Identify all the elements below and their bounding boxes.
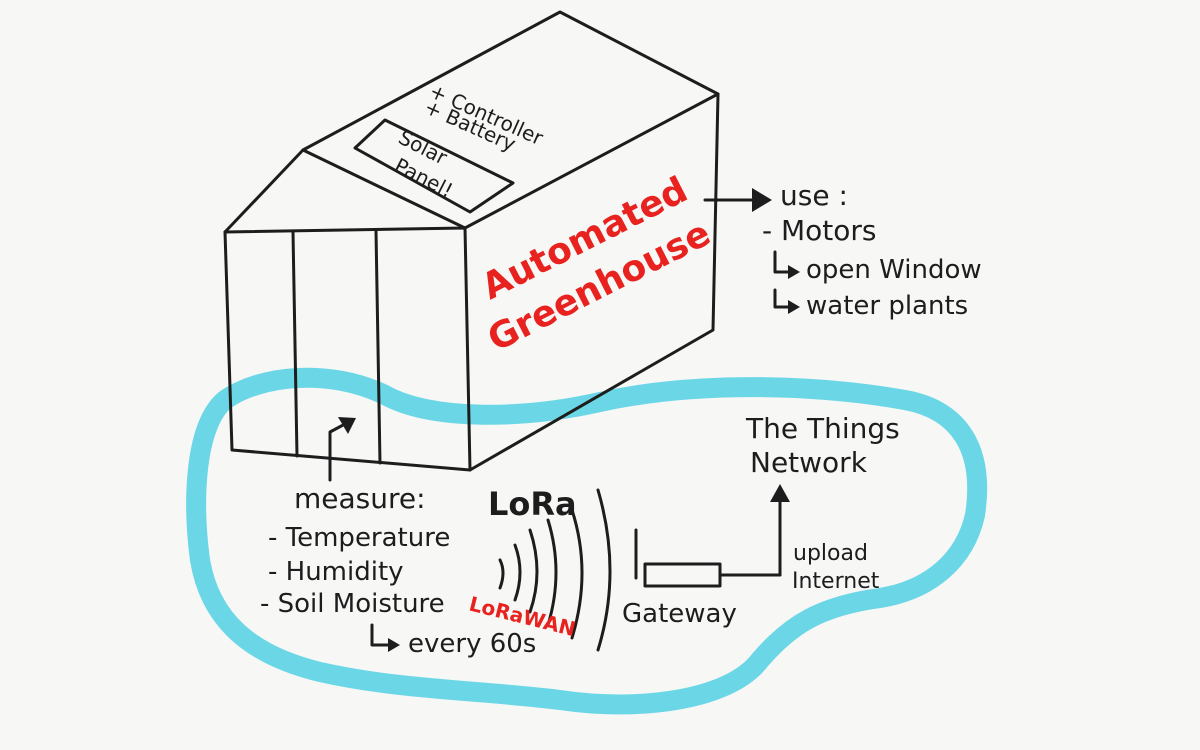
- front-pane-divider-2: [374, 229, 382, 465]
- greenhouse-front-wall: [223, 226, 472, 472]
- front-pane-divider-1: [291, 230, 299, 458]
- internet-label: Internet: [792, 569, 880, 594]
- use-sub-open-window: open Window: [806, 255, 982, 285]
- greenhouse-roof: [301, 10, 720, 230]
- network-cloud-outline: [186, 367, 988, 715]
- greenhouse-drawing: [223, 10, 720, 472]
- use-sub-water-plants: water plants: [806, 291, 968, 321]
- measure-soil-moisture: - Soil Moisture: [260, 589, 445, 619]
- use-heading: use :: [780, 179, 848, 212]
- ttn-label-line2: Network: [750, 446, 868, 479]
- upload-arrow: [770, 484, 790, 577]
- measure-interval: every 60s: [408, 629, 536, 659]
- use-item-motors: - Motors: [762, 214, 877, 247]
- gateway-label: Gateway: [622, 599, 737, 629]
- interval-arrow-icon: [370, 623, 400, 652]
- sub-arrow-icon: [773, 288, 800, 314]
- use-arrow: [703, 188, 772, 212]
- greenhouse-side-wall: [468, 92, 720, 472]
- gateway-icon: [634, 528, 782, 588]
- measure-humidity: - Humidity: [268, 557, 404, 587]
- upload-label: upload: [793, 541, 868, 566]
- solar-panel-outline: [353, 118, 515, 214]
- ttn-label-line1: The Things: [745, 412, 900, 445]
- sub-arrow-icon: [773, 250, 800, 279]
- lora-label: LoRa: [488, 485, 577, 523]
- measure-arrow: [328, 417, 356, 482]
- measure-heading: measure:: [294, 482, 426, 515]
- measure-temperature: - Temperature: [268, 523, 450, 553]
- radio-waves-icon: [498, 488, 612, 652]
